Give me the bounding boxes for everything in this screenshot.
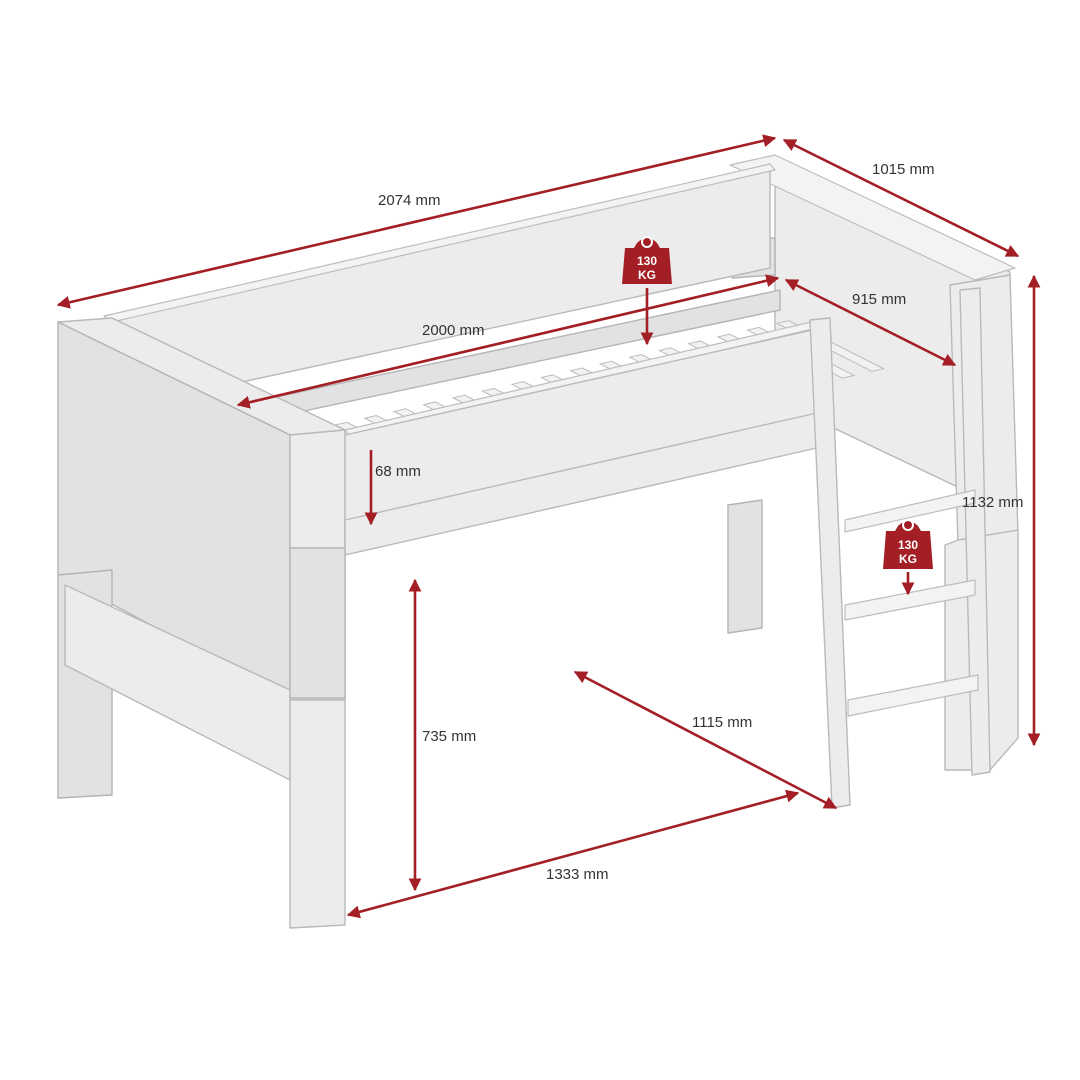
mattress-width-line xyxy=(784,278,957,367)
front-left-leg-upper xyxy=(289,547,346,699)
overall-height-label: 1132 mm xyxy=(962,494,1023,511)
overall-length-label: 2074 mm xyxy=(378,192,441,209)
mattress-length-line xyxy=(236,274,780,409)
mattress-width-label: 915 mm xyxy=(852,291,906,308)
ladder xyxy=(809,287,991,809)
ladder-right-rail xyxy=(959,287,991,776)
mattress-height-label: 68 mm xyxy=(375,463,421,480)
weight-value: 130 xyxy=(637,254,657,268)
back-right-leg xyxy=(727,499,763,634)
under-height-label: 735 mm xyxy=(422,728,476,745)
overall-depth-label: 1015 mm xyxy=(872,161,935,178)
under-depth-label: 1115 mm xyxy=(692,714,752,731)
ladder-rung-3 xyxy=(847,674,979,717)
overall-length-line xyxy=(56,134,777,309)
under-length-line xyxy=(346,789,800,919)
ladder-rung-2 xyxy=(844,579,976,621)
weight-unit: KG xyxy=(899,552,917,566)
under-depth-line xyxy=(573,670,838,810)
ladder-weight-badge: 130 KG xyxy=(883,519,933,596)
ladder-rung-1 xyxy=(844,489,976,533)
weight-value: 130 xyxy=(898,538,918,552)
weight-icon xyxy=(883,521,933,569)
weight-icon xyxy=(622,238,672,284)
mattress-weight-badge: 130 KG xyxy=(622,236,672,346)
dimension-annotations: 2074 mm 1015 mm 2000 mm 915 mm 68 mm 113… xyxy=(56,134,1041,919)
front-left-leg xyxy=(289,699,346,929)
overall-depth-line xyxy=(782,138,1020,258)
mattress-length-label: 2000 mm xyxy=(422,322,485,339)
weight-unit: KG xyxy=(638,268,656,282)
under-length-label: 1333 mm xyxy=(546,866,609,883)
